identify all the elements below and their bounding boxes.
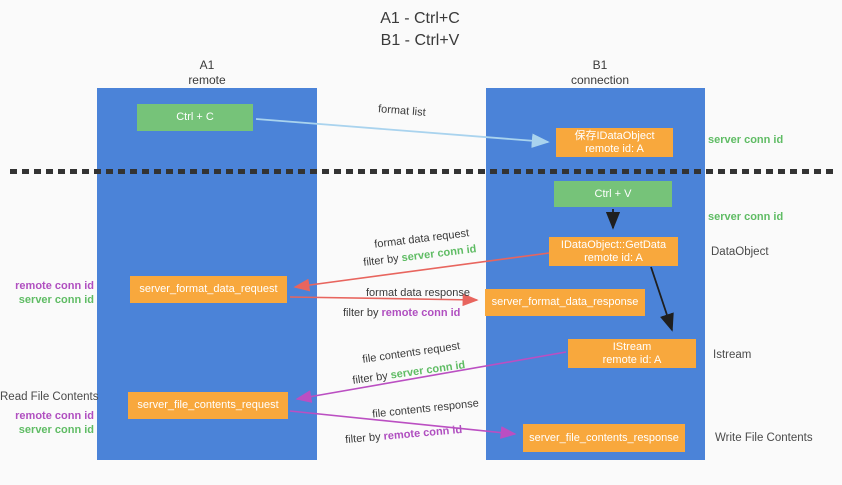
lane-a1-subtitle: remote [188, 73, 226, 87]
label-file-contents-response: file contents response [371, 397, 480, 421]
title-line-2: B1 - Ctrl+V [380, 32, 460, 49]
getdata-line1: IDataObject::GetData [560, 238, 667, 251]
save-idataobject-line1: 保存IDataObject [574, 129, 655, 142]
lane-b1-title: B1 [592, 58, 608, 72]
server-format-data-request-box: server_format_data_request [130, 276, 287, 303]
right-write-file-contents-label: Write File Contents [715, 432, 813, 444]
remote-conn-id-text: remote conn id [381, 307, 461, 319]
server-file-contents-response-label: server_file_contents_response [529, 431, 679, 444]
ctrl-v-label: Ctrl + V [594, 187, 632, 200]
save-idataobject-box: 保存IDataObject remote id: A [556, 128, 673, 157]
server-file-contents-response-box: server_file_contents_response [523, 424, 685, 452]
left-remote-conn-id-2: remote conn id [15, 410, 94, 422]
title-line-1: A1 - Ctrl+C [380, 10, 460, 27]
label-filter-by-remote-conn-id-1: filter by remote conn id [343, 307, 460, 319]
server-file-contents-request-box: server_file_contents_request [128, 392, 288, 419]
left-server-conn-id-2: server conn id [18, 424, 94, 436]
lane-header-b1: B1 connection [540, 58, 660, 88]
istream-line2: remote id: A [602, 353, 662, 366]
filter-by-text: filter by [362, 252, 400, 269]
server-format-data-request-label: server_format_data_request [139, 283, 278, 295]
filter-by-text: filter by [351, 370, 389, 387]
remote-conn-id-text: remote conn id [383, 423, 463, 443]
right-server-conn-id-2: server conn id [708, 211, 784, 223]
label-format-data-response: format data response [366, 287, 470, 299]
getdata-line2: remote id: A [584, 251, 643, 264]
right-dataobject-label: DataObject [711, 246, 769, 258]
left-conn-ids-top: remote conn id server conn id [6, 279, 94, 307]
left-remote-conn-id-1: remote conn id [15, 280, 94, 292]
left-server-conn-id-1: server conn id [18, 294, 94, 306]
server-format-data-response-box: server_format_data_response [485, 289, 645, 316]
ctrl-c-label: Ctrl + C [176, 111, 214, 123]
server-format-data-response-label: server_format_data_response [491, 296, 639, 308]
ctrl-c-box: Ctrl + C [137, 104, 253, 131]
server-conn-id-text: server conn id [400, 243, 478, 265]
server-file-contents-request-label: server_file_contents_request [137, 399, 279, 411]
ctrl-v-box: Ctrl + V [554, 181, 672, 207]
istream-line1: IStream [612, 340, 652, 353]
label-filter-by-remote-conn-id-2: filter by remote conn id [345, 424, 463, 446]
lane-header-a1: A1 remote [147, 58, 267, 88]
save-idataobject-line2: remote id: A [585, 142, 644, 155]
left-conn-ids-bottom: remote conn id server conn id [6, 409, 94, 437]
lane-a1-title: A1 [199, 58, 215, 72]
right-server-conn-id-1: server conn id [708, 134, 784, 146]
filter-by-text: filter by [344, 431, 382, 447]
lane-b1-subtitle: connection [570, 73, 630, 87]
right-istream-label: Istream [713, 349, 752, 361]
server-conn-id-text: server conn id [389, 359, 467, 382]
session-divider-dotted-line [10, 169, 834, 174]
filter-by-text: filter by [343, 307, 379, 319]
diagram-title: A1 - Ctrl+C B1 - Ctrl+V [300, 8, 540, 52]
left-read-file-contents-label: Read File Contents [0, 391, 99, 403]
idataobject-getdata-box: IDataObject::GetData remote id: A [549, 237, 678, 266]
istream-box: IStream remote id: A [568, 339, 696, 368]
label-format-list: format list [377, 103, 427, 119]
